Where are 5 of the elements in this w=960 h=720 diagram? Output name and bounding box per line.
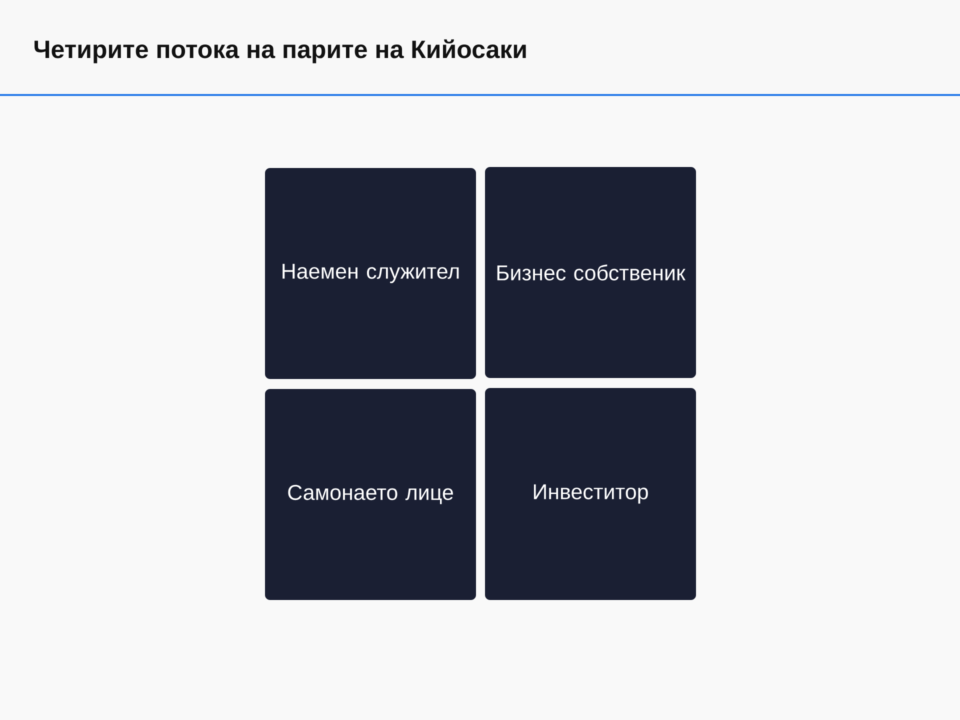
quadrant-box: Наемен служител [265, 168, 476, 379]
quadrant-box: Бизнес собственик [485, 167, 696, 378]
quadrant-box: Инвеститор [485, 388, 696, 600]
title: Четирите потока на парите на Кийосаки [34, 39, 526, 64]
quadrant-box: Самонаето лице [265, 389, 476, 600]
